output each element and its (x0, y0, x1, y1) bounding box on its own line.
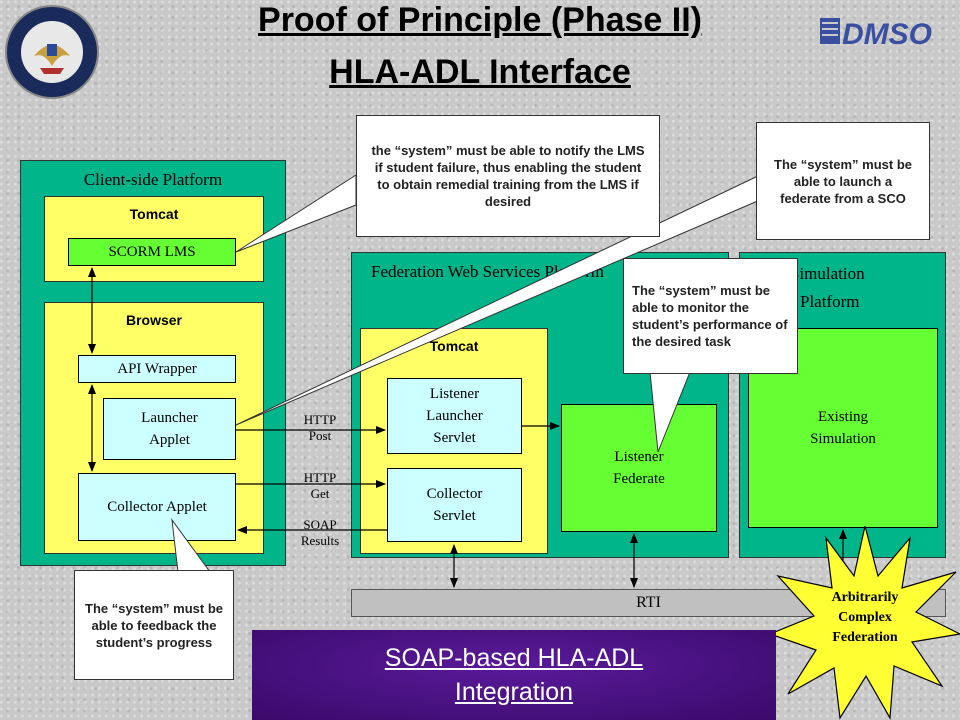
http-post-label-line-2: Post (308, 428, 332, 443)
dmso-logo: DMSO (820, 14, 948, 51)
dmso-logo-text: DMSO (842, 18, 932, 48)
title-line-2: HLA-ADL Interface (329, 53, 631, 91)
api-wrapper-box: API Wrapper (78, 355, 236, 383)
browser-label: Browser (125, 312, 183, 328)
simulation-title-line-2: Platform (800, 292, 860, 311)
banner-line-1: SOAP-based HLA-ADL (384, 644, 644, 672)
simulation-title-line-1: Simulation (790, 264, 865, 283)
soap-results-label-line-1: SOAP (303, 517, 337, 532)
starburst-label: Arbitrarily Complex Federation (831, 590, 899, 645)
arbitrarily-complex-federation-starburst: Arbitrarily Complex Federation (770, 526, 960, 720)
feedback-progress-callout: The “system” must be able to feedback th… (74, 570, 234, 680)
federation-tomcat-label: Tomcat (429, 338, 479, 354)
listener-launcher-servlet-box: Listener Launcher Servlet (387, 378, 522, 454)
notify-lms-callout: the “system” must be able to notify the … (356, 115, 660, 237)
http-get-label-line-1: HTTP (303, 470, 337, 485)
dod-seal (4, 4, 100, 100)
scorm-lms-box: SCORM LMS (68, 238, 236, 266)
listener-federate-box: Listener Federate (561, 404, 717, 532)
launcher-applet-box: Launcher Applet (103, 398, 236, 460)
http-post-label: HTTP Post (290, 412, 350, 444)
client-platform-title: Client-side Platform (83, 170, 223, 189)
collector-servlet-box: Collector Servlet (387, 468, 522, 542)
soap-results-label: SOAP Results (288, 517, 352, 549)
client-tomcat-label: Tomcat (129, 206, 179, 222)
monitor-performance-callout: The “system” must be able to monitor the… (623, 258, 798, 374)
collector-applet-box: Collector Applet (78, 473, 236, 541)
http-get-label-line-2: Get (310, 486, 330, 501)
http-post-label-line-1: HTTP (303, 412, 337, 427)
starburst-shape (770, 526, 960, 720)
federation-platform-title: Federation Web Services Platform (371, 262, 604, 281)
banner-line-2: Integration (454, 678, 574, 706)
title-line-1: Proof of Principle (Phase II) (258, 1, 702, 39)
launch-federate-callout: The “system” must be able to launch a fe… (756, 122, 930, 240)
soap-results-label-line-2: Results (300, 533, 340, 548)
http-get-label: HTTP Get (290, 470, 350, 502)
soap-integration-banner: SOAP-based HLA-ADL Integration (252, 630, 776, 720)
